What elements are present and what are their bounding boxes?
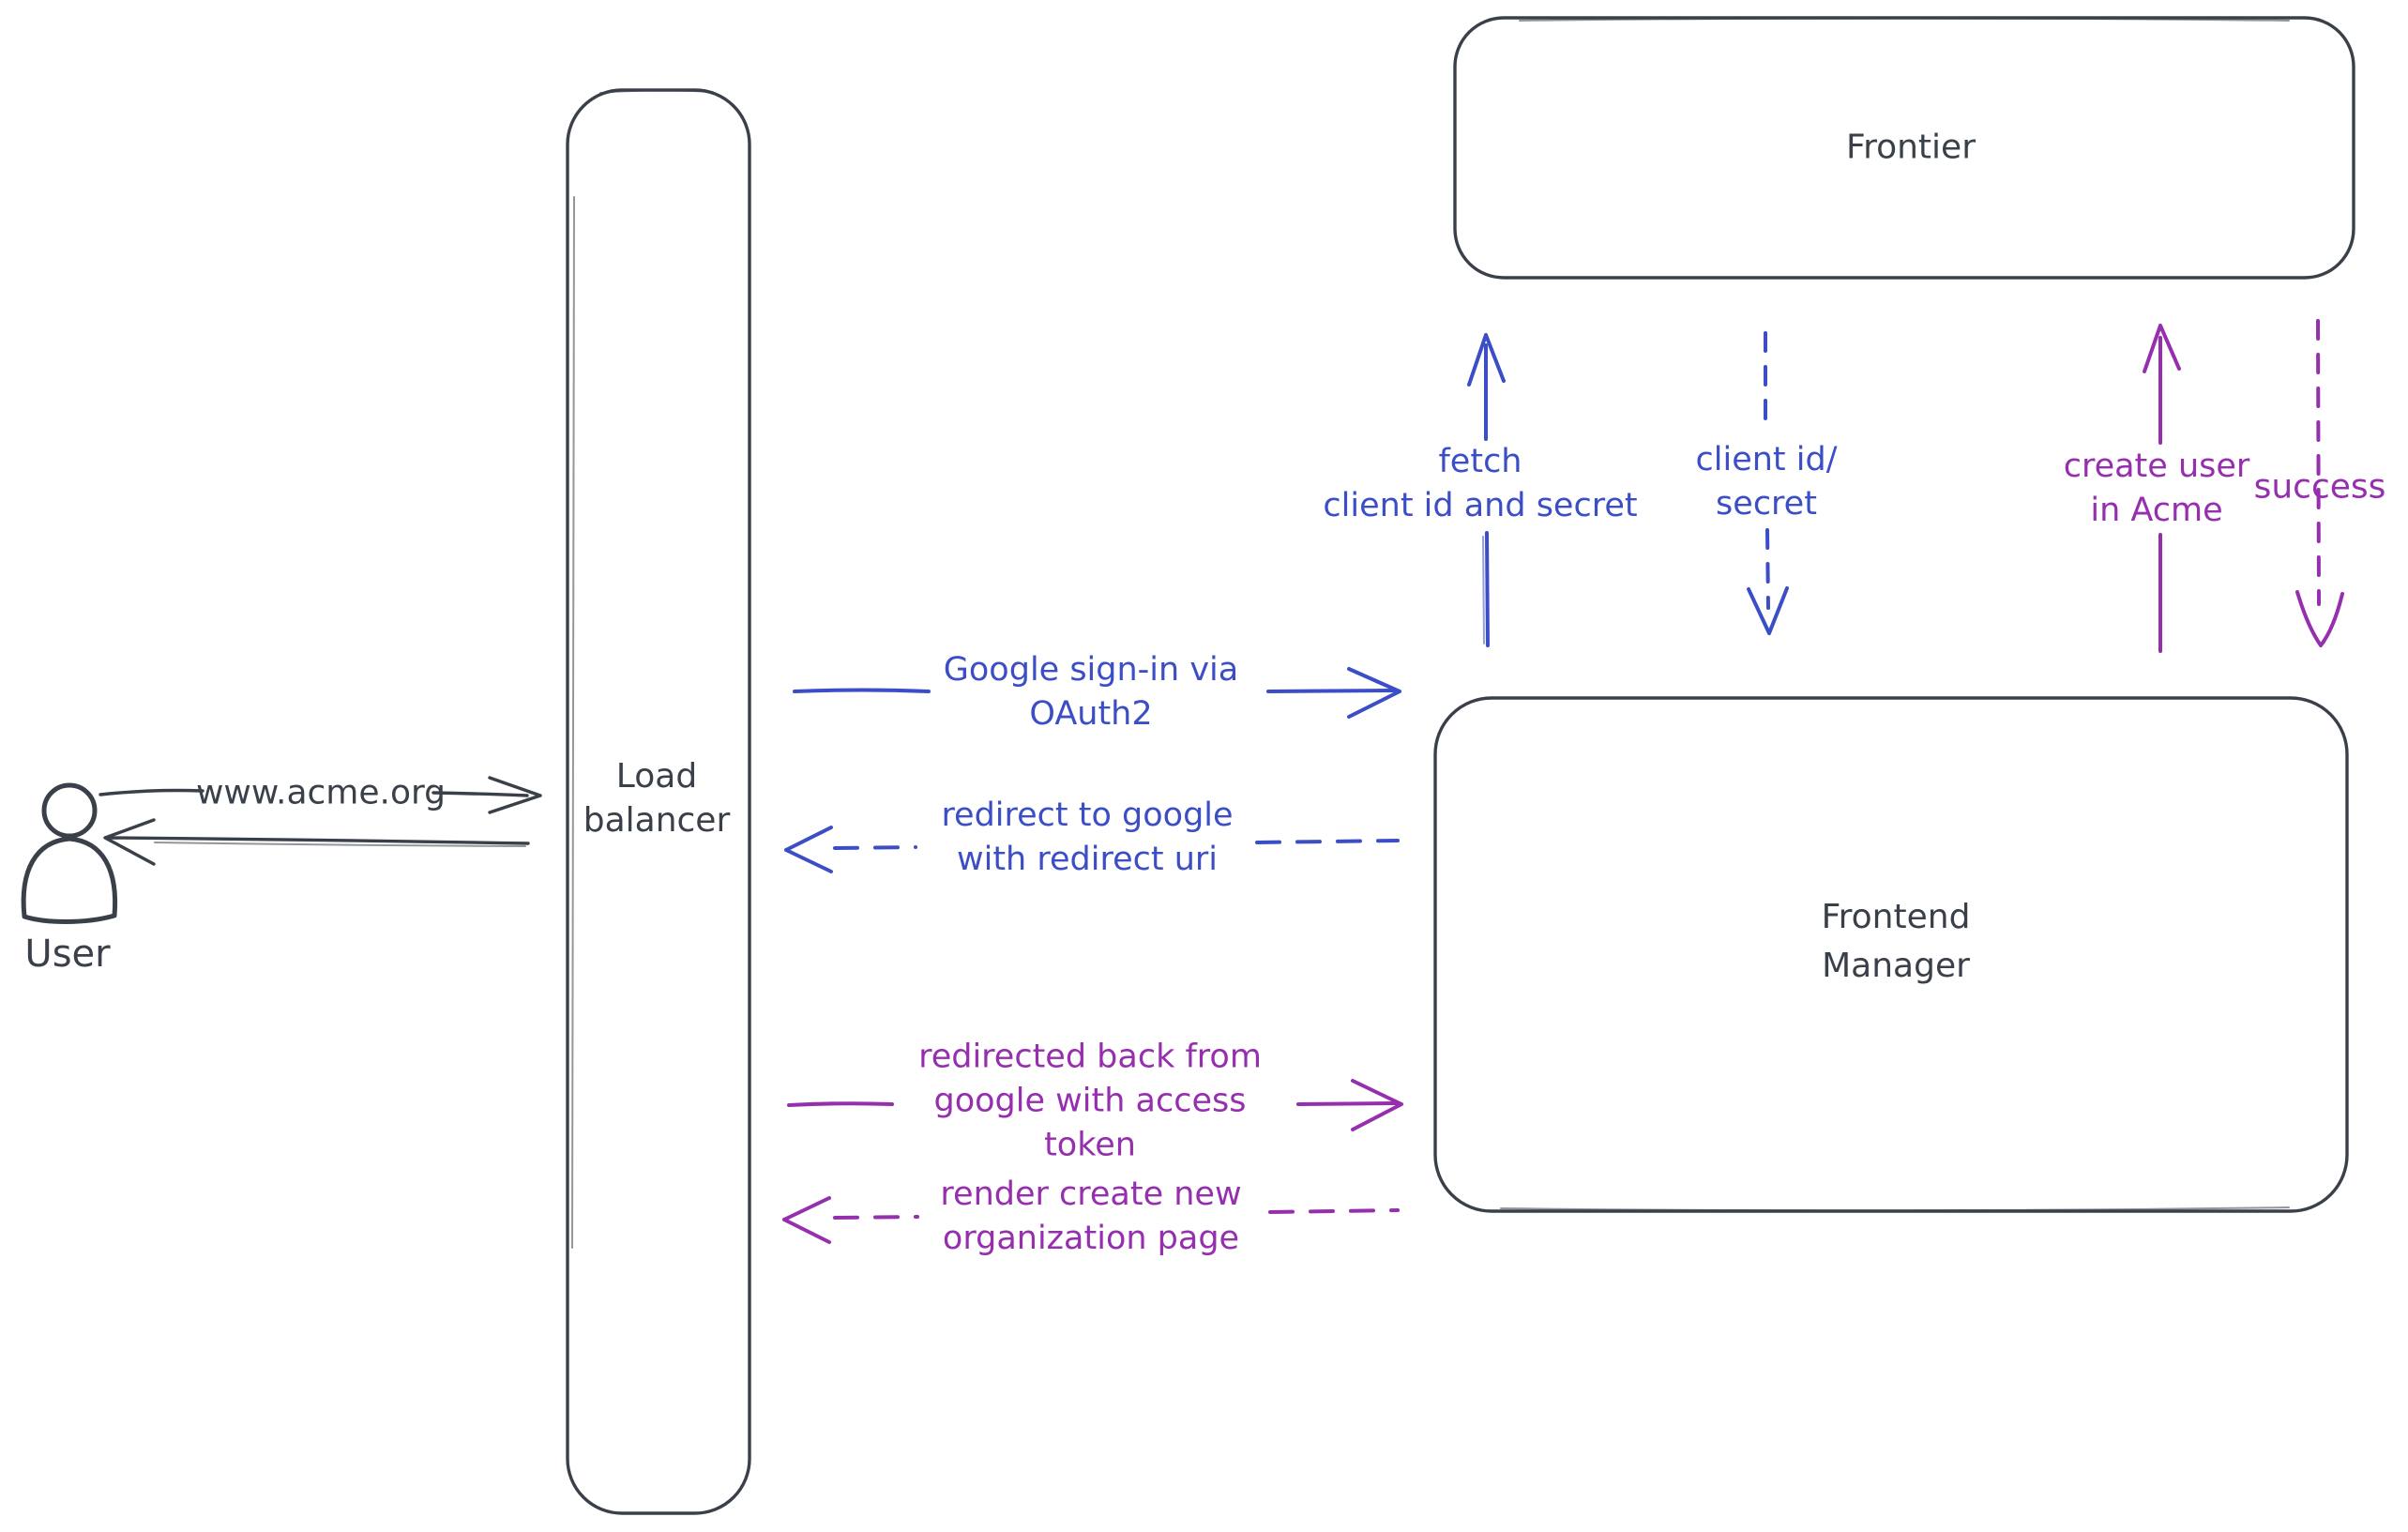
render-org-page-arrow xyxy=(782,1196,1400,1244)
client-id-secret-label: client id/ secret xyxy=(1696,438,1838,526)
render-org-page-label-line2: organization page xyxy=(942,1220,1240,1257)
create-user-arrow xyxy=(2143,324,2181,653)
render-org-page-label-line1: render create new xyxy=(940,1176,1242,1213)
google-signin-label-line1: Google sign-in via xyxy=(943,651,1239,689)
redirect-google-label: redirect to google with redirect uri xyxy=(941,794,1233,882)
fetch-client-label: fetch client id and secret xyxy=(1323,440,1637,528)
redirected-back-label-line2: google with access xyxy=(933,1082,1247,1120)
www-acme-request-arrow xyxy=(98,776,542,814)
fetch-client-label-line1: fetch xyxy=(1438,443,1522,480)
frontend-manager-box xyxy=(1433,696,2349,1213)
google-signin-label: Google sign-in via OAuth2 xyxy=(944,648,1238,736)
fetch-client-arrow xyxy=(1467,333,1506,647)
success-label: success xyxy=(2253,467,2386,507)
user-label: User xyxy=(24,933,111,976)
redirect-google-label-line2: with redirect uri xyxy=(956,841,1219,878)
google-signin-arrow xyxy=(793,667,1401,719)
www-acme-label: www.acme.org xyxy=(195,773,447,812)
client-id-secret-label-line2: secret xyxy=(1716,485,1817,523)
redirected-back-arrow xyxy=(787,1079,1403,1131)
redirected-back-label: redirected back from google with access … xyxy=(918,1036,1262,1168)
redirected-back-label-line3: token xyxy=(1044,1126,1136,1164)
redirect-google-label-line1: redirect to google xyxy=(941,796,1234,834)
redirect-google-arrow xyxy=(784,826,1400,873)
load-balancer-label-line1: Load xyxy=(615,757,698,796)
create-user-label-line1: create user xyxy=(2063,447,2250,485)
load-balancer-label: Load balancer xyxy=(583,754,731,842)
frontend-manager-label: Frontend Manager xyxy=(1822,893,1971,991)
user-figure xyxy=(21,782,118,924)
redirected-back-label-line1: redirected back from xyxy=(918,1038,1262,1076)
create-user-label-line2: in Acme xyxy=(2090,492,2223,529)
create-user-label: create user in Acme xyxy=(2064,445,2250,533)
render-org-page-label: render create new organization page xyxy=(940,1173,1241,1261)
load-balancer-label-line2: balancer xyxy=(583,801,731,840)
success-arrow xyxy=(2295,319,2344,647)
frontend-manager-label-line2: Manager xyxy=(1822,947,1970,985)
load-balancer-box xyxy=(566,88,751,1515)
response-arrow xyxy=(103,818,530,866)
frontend-manager-label-line1: Frontend xyxy=(1821,898,1971,936)
client-id-secret-arrow xyxy=(1747,331,1789,635)
frontier-label: Frontier xyxy=(1845,128,1976,167)
google-signin-label-line2: OAuth2 xyxy=(1029,695,1153,733)
fetch-client-label-line2: client id and secret xyxy=(1323,487,1638,524)
client-id-secret-label-line1: client id/ xyxy=(1695,441,1838,478)
frontier-box xyxy=(1453,16,2355,280)
